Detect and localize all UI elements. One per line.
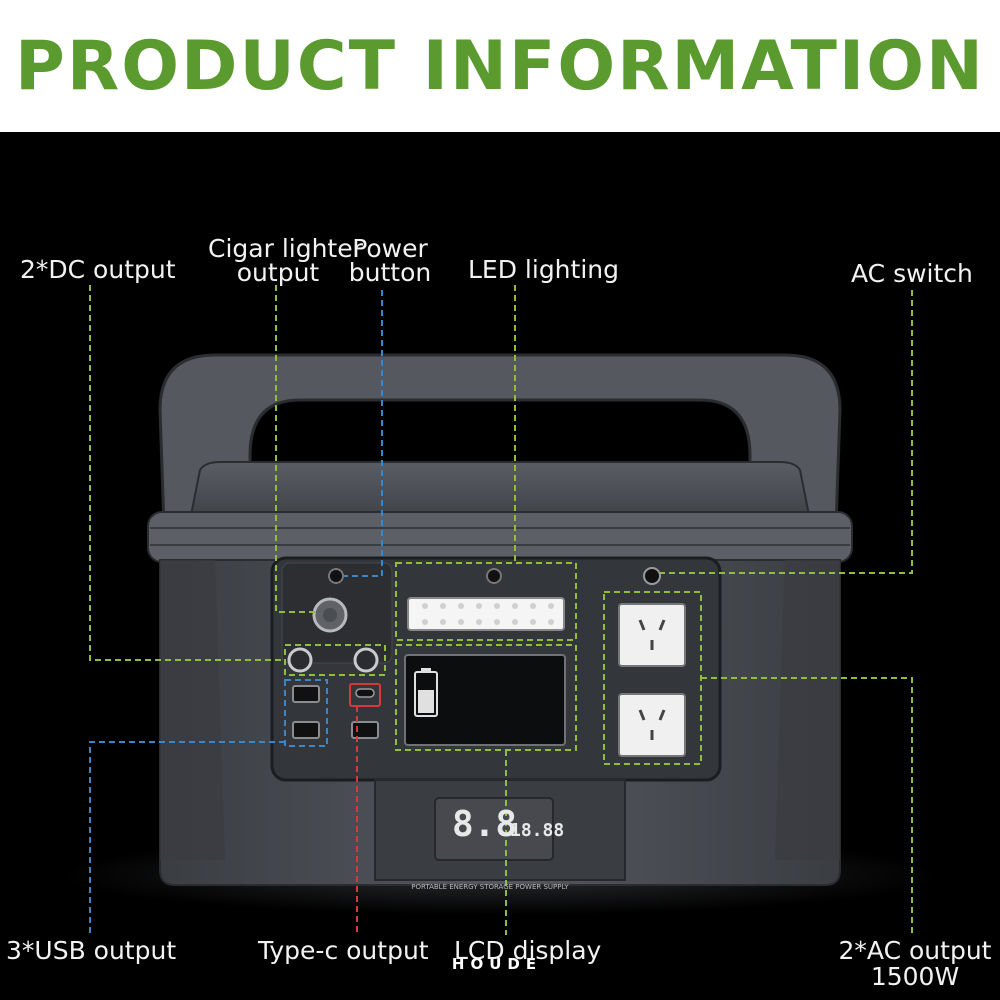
page-header: PRODUCT INFORMATION	[0, 0, 1000, 132]
page-title: PRODUCT INFORMATION	[15, 26, 985, 106]
lcd-main-readout: 8.8	[452, 804, 518, 845]
rim-band	[147, 511, 853, 563]
usb-port-icon	[292, 721, 320, 739]
lcd-screen	[404, 654, 566, 746]
handle-opening	[255, 410, 745, 470]
power-station-illustration	[60, 285, 940, 935]
brand-plate	[434, 797, 554, 861]
ac-switch-icon	[643, 567, 661, 585]
usb-port-icon	[351, 721, 379, 739]
lcd-secondary-readout: 18.88	[510, 820, 565, 841]
label-power-button: Power button	[345, 234, 435, 287]
top-lid	[188, 461, 812, 521]
label-usb-output: 3*USB output	[6, 936, 177, 965]
label-ac-output-line2: 1500W	[870, 962, 960, 991]
led-light-bar	[407, 597, 565, 631]
label-ac-output: 2*AC output 1500W	[835, 938, 995, 990]
panel-caption: PORTABLE ENERGY STORAGE POWER SUPPLY	[411, 883, 569, 891]
label-ac-output-line1: 2*AC output	[838, 936, 992, 965]
dc-port-icon	[287, 647, 313, 673]
dc-port-icon	[353, 647, 379, 673]
product-diagram: 8.8 18.88 PORTABLE ENERGY STORAGE POWER …	[0, 132, 1000, 1000]
label-led-lighting: LED lighting	[468, 255, 619, 284]
usb-port-icon	[292, 685, 320, 703]
led-indicator-icon	[486, 568, 502, 584]
brand-logo: HOUDE	[451, 955, 543, 973]
label-lcd-display: LCD display	[454, 936, 602, 965]
ac-outlet-icon	[618, 693, 686, 757]
label-power-button-line2: button	[348, 258, 432, 287]
label-ac-switch: AC switch	[851, 259, 973, 288]
ac-outlet-icon	[618, 603, 686, 667]
label-cigar-lighter-line2: output	[236, 258, 320, 287]
label-cigar-lighter-line1: Cigar lighter	[208, 234, 363, 263]
label-cigar-lighter: Cigar lighter output	[208, 234, 363, 287]
typec-port-icon	[355, 688, 375, 698]
power-indicator-icon	[328, 568, 344, 584]
label-typec-output: Type-c output	[258, 936, 429, 965]
label-power-button-line1: Power	[352, 234, 428, 263]
label-dc-output: 2*DC output	[20, 255, 176, 284]
